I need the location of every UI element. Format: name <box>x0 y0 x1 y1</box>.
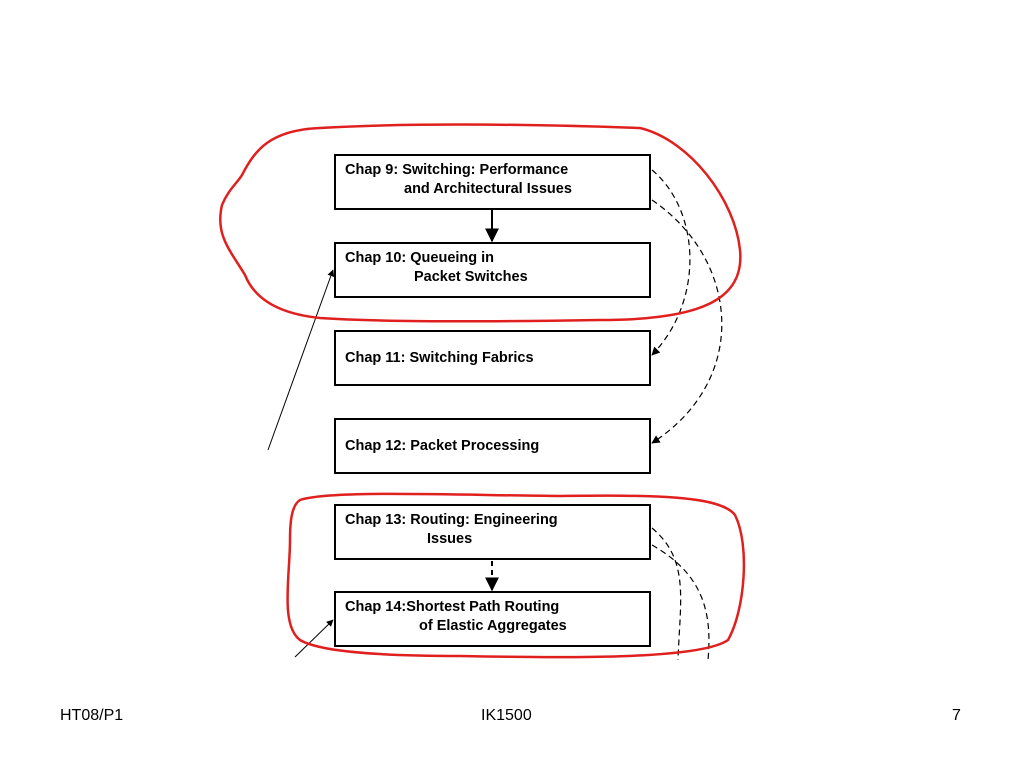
chap14-label-line2: of Elastic Aggregates <box>419 618 567 634</box>
chap9-label-line2: and Architectural Issues <box>404 181 572 197</box>
incoming-arrow-chap14 <box>294 619 334 658</box>
chap10-box <box>334 242 651 298</box>
chap14-label: Chap 14:Shortest Path Routing of Elastic… <box>345 598 567 636</box>
footer-center: IK1500 <box>481 707 532 724</box>
chap13-label: Chap 13: Routing: Engineering Issues <box>345 511 558 549</box>
chap11-label: Chap 11: Switching Fabrics <box>345 349 534 368</box>
chap12-label-line1: Chap 12: Packet Processing <box>345 438 540 454</box>
chap10-label: Chap 10: Queueing in Packet Switches <box>345 249 528 287</box>
dashed-arrow-chap9-to-chap11 <box>651 169 691 356</box>
chap9-label: Chap 9: Switching: Performance and Archi… <box>345 161 572 199</box>
dashed-arrow-chap9-to-chap12 <box>651 199 723 444</box>
dashed-line-chap13-down-2 <box>651 544 710 661</box>
highlight-loop-chap13-14 <box>286 492 746 659</box>
chap10-label-line1: Chap 10: Queueing in <box>345 250 495 266</box>
chap11-label-line1: Chap 11: Switching Fabrics <box>345 350 534 366</box>
dashed-line-chap13-down-1 <box>651 527 682 661</box>
chap13-box <box>334 504 651 560</box>
chap9-label-line1: Chap 9: Switching: Performance <box>345 162 569 178</box>
chap10-label-line2: Packet Switches <box>414 269 528 285</box>
highlight-loop-chap9-10 <box>219 123 742 323</box>
chap14-box <box>334 591 651 647</box>
footer-page-number: 7 <box>952 707 961 724</box>
chap12-label: Chap 12: Packet Processing <box>345 437 539 456</box>
incoming-arrow-chap10 <box>267 269 335 451</box>
chap13-label-line1: Chap 13: Routing: Engineering <box>345 512 558 528</box>
chap13-label-line2: Issues <box>427 531 473 547</box>
chap11-box <box>334 330 651 386</box>
chap9-box <box>334 154 651 210</box>
chap12-box <box>334 418 651 474</box>
footer-left: HT08/P1 <box>60 707 124 724</box>
chap14-label-line1: Chap 14:Shortest Path Routing <box>345 599 560 615</box>
